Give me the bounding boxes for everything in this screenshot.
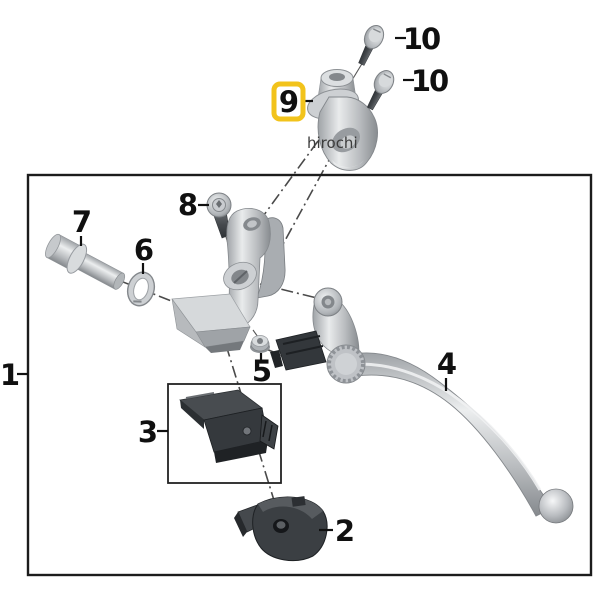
- callout-4: 4: [437, 347, 456, 381]
- callout-labels: 1 2 3 4 5 6 7 8 9 10 10: [0, 22, 458, 548]
- part-10-screw-b: [366, 70, 395, 111]
- callout-10a: 10: [403, 22, 440, 56]
- callout-8: 8: [178, 188, 197, 222]
- highlight-box-part9: [271, 81, 306, 122]
- part-6-retaining-ring: [126, 271, 156, 307]
- callout-9: 9: [279, 85, 298, 119]
- part-5-nut: [250, 335, 270, 353]
- callout-1: 1: [0, 358, 19, 392]
- callout-6: 6: [134, 233, 153, 267]
- callout-3: 3: [138, 415, 156, 449]
- callout-2: 2: [335, 514, 353, 548]
- part-3-frame-box: [167, 383, 282, 484]
- part-9-clamp: [307, 69, 378, 171]
- axis-line-part9-to-bracket-arm: [281, 150, 335, 247]
- part-3-switch: [179, 389, 279, 463]
- callout-10b: 10: [411, 64, 448, 98]
- part-4-hand-lever: [270, 287, 574, 524]
- callout-7: 7: [72, 205, 90, 239]
- part-10-screw-a: [358, 24, 385, 66]
- callout-5: 5: [252, 354, 271, 388]
- part-2-switch-cover: [234, 496, 328, 562]
- part-7-pivot-pin: [45, 233, 126, 290]
- bracket-lever-perch: [171, 208, 286, 353]
- watermark-text: hirochi: [307, 134, 358, 152]
- lever-ball-end: [538, 488, 574, 524]
